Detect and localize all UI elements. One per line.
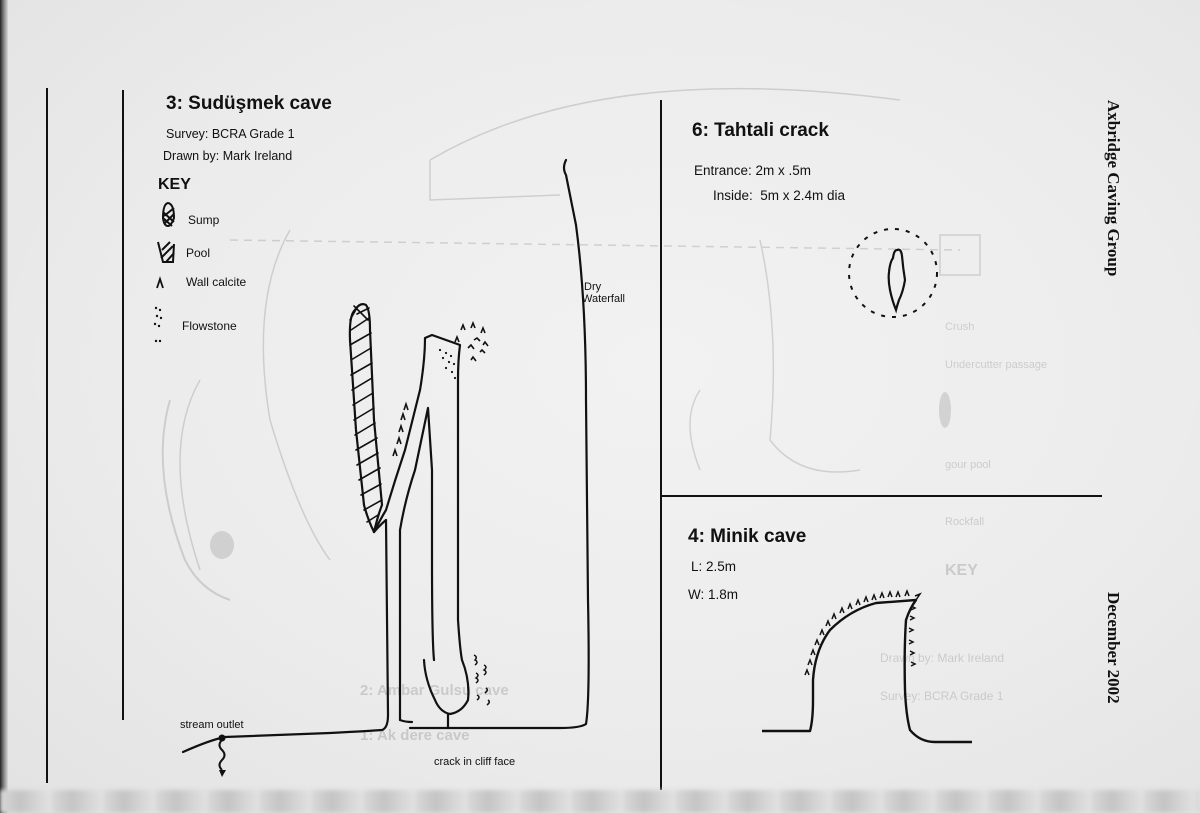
- key-label-pool: Pool: [186, 246, 211, 260]
- sudusmek-title: 3: Sudüşmek cave: [166, 93, 332, 114]
- dry-waterfall-label-line1: Dry: [584, 281, 602, 293]
- tahtali-title: 6: Tahtali crack: [692, 120, 829, 141]
- svg-text:Survey: BCRA Grade 1: Survey: BCRA Grade 1: [880, 689, 1004, 703]
- svg-text:gour pool: gour pool: [945, 459, 991, 471]
- flowstone-icon: [153, 306, 163, 343]
- key-label-sump: Sump: [188, 213, 220, 227]
- svg-text:Undercutter passage: Undercutter passage: [945, 359, 1047, 371]
- svg-text:KEY: KEY: [945, 562, 978, 579]
- stream-outlet-label: stream outlet: [180, 719, 244, 731]
- center-divider: [660, 100, 662, 790]
- minik-length: L: 2.5m: [691, 559, 737, 574]
- crack-in-cliff-face-label: crack in cliff face: [434, 756, 516, 768]
- right-panel-divider: [662, 495, 1102, 497]
- key-label-wall-calcite: Wall calcite: [186, 275, 247, 289]
- outer-left-border: [46, 88, 48, 783]
- minik-title: 4: Minik cave: [688, 526, 807, 547]
- svg-text:2: Ambar Gulsu cave: 2: Ambar Gulsu cave: [360, 682, 509, 699]
- tahtali-entrance-size: Entrance: 2m x .5m: [694, 163, 812, 178]
- minik-width: W: 1.8m: [688, 587, 739, 602]
- survey-grade: Survey: BCRA Grade 1: [166, 127, 295, 141]
- svg-text:Rockfall: Rockfall: [945, 516, 984, 528]
- svg-text:Crush: Crush: [945, 321, 974, 333]
- svg-text:1: Ak dere cave: 1: Ak dere cave: [360, 727, 470, 744]
- page-edge-shadow: [0, 0, 8, 813]
- tahtali-inside-size: Inside: 5m x 2.4m dia: [713, 188, 846, 203]
- key-title: KEY: [158, 176, 191, 193]
- pool-passage: [348, 303, 384, 534]
- side-footer-date: December 2002: [1104, 592, 1123, 704]
- wall-calcite-icon: [156, 276, 164, 289]
- key-label-flowstone: Flowstone: [182, 319, 237, 333]
- ground-line: [181, 518, 390, 754]
- drawn-by: Drawn by: Mark Ireland: [163, 149, 293, 163]
- sump-icon: [161, 201, 176, 228]
- scan-bottom-edge: [0, 790, 1200, 813]
- side-header-group-name: Axbridge Caving Group: [1104, 100, 1123, 277]
- dry-waterfall-label-line2: Waterfall: [582, 293, 625, 305]
- inner-left-border: [122, 90, 124, 720]
- pool-icon: [157, 241, 175, 263]
